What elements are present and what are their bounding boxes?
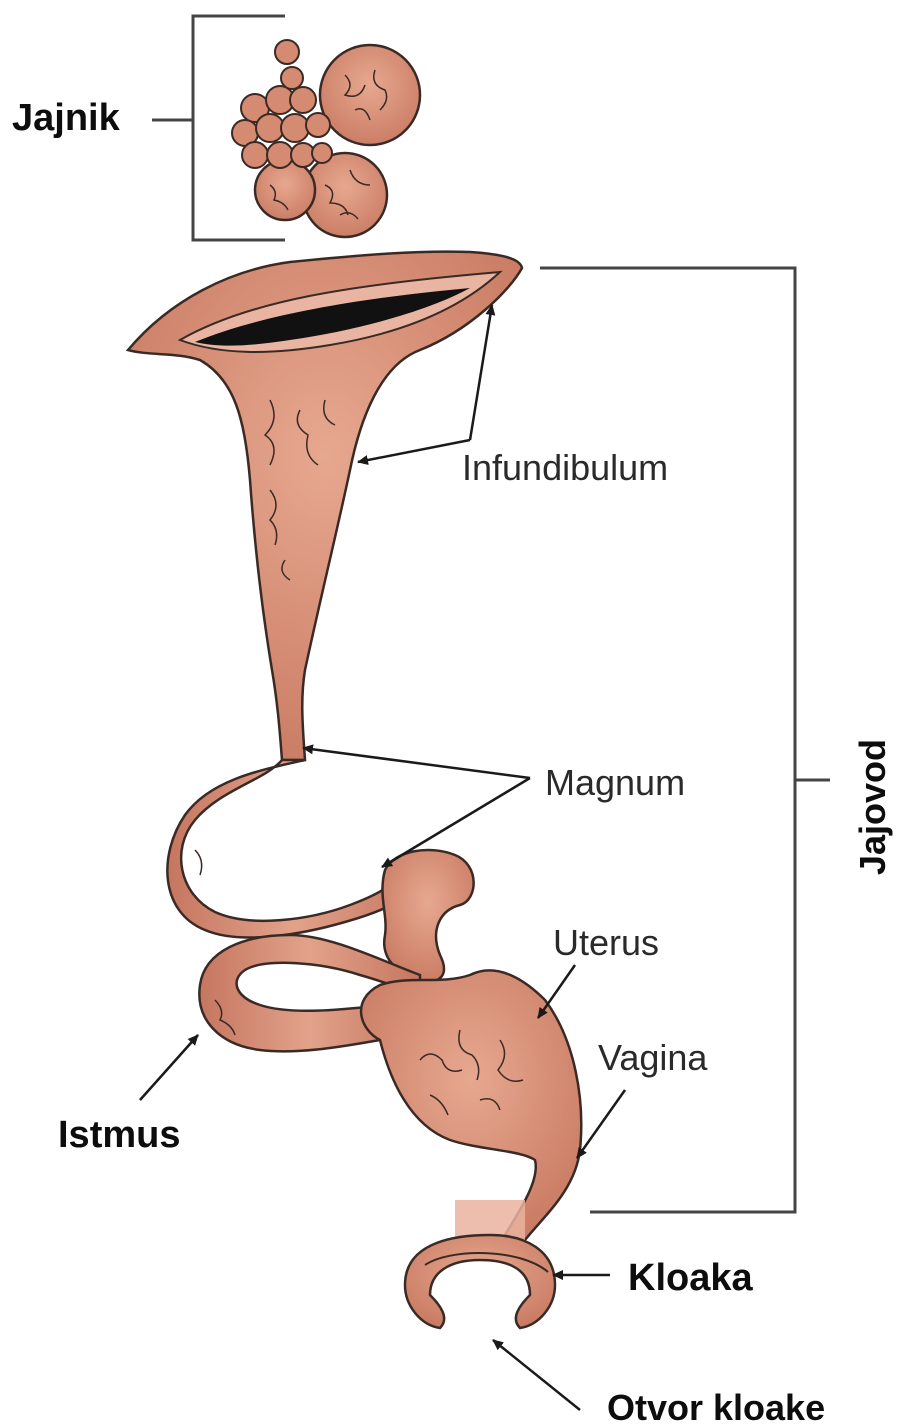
label-jajnik: Jajnik — [12, 97, 121, 139]
label-istmus: Istmus — [58, 1114, 180, 1156]
ovary — [152, 16, 420, 240]
oviduct — [128, 252, 581, 1240]
uterus-pointer — [538, 965, 575, 1018]
label-magnum: Magnum — [545, 762, 685, 803]
label-vagina: Vagina — [598, 1037, 708, 1078]
otvor-kloake-pointer — [493, 1340, 580, 1410]
istmus-pointer — [140, 1035, 198, 1100]
label-kloaka: Kloaka — [628, 1257, 753, 1299]
infundibulum-pointer-lower — [358, 440, 470, 462]
magnum-pointer-upper — [303, 748, 530, 778]
label-infundibulum: Infundibulum — [462, 447, 668, 488]
label-uterus: Uterus — [553, 922, 659, 963]
vagina-pointer — [577, 1090, 625, 1158]
label-jajovod: Jajovod — [852, 739, 893, 875]
infundibulum-pointer-upper — [470, 305, 492, 440]
label-otvor-kloake: Otvor kloake — [607, 1387, 825, 1427]
magnum-pointer-lower — [382, 778, 530, 867]
